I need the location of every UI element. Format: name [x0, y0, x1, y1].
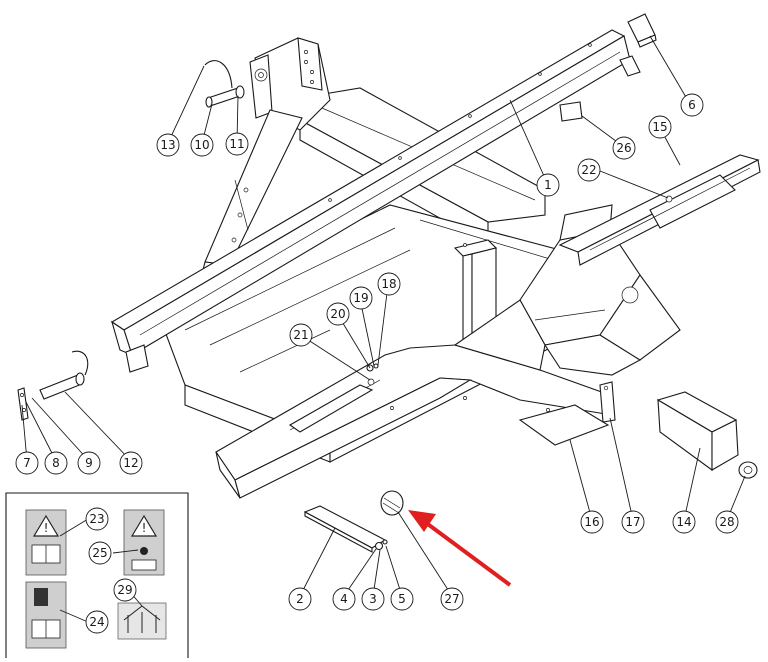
callout-25: 25: [88, 541, 112, 565]
callout-7: 7: [15, 451, 39, 475]
svg-text:!: !: [142, 521, 147, 535]
callout-4-label: 4: [340, 592, 348, 606]
decal-24: [25, 581, 67, 649]
callout-21-label: 21: [293, 328, 308, 342]
callout-4: 4: [332, 587, 356, 611]
callout-10: 10: [190, 133, 214, 157]
callout-15-label: 15: [652, 120, 667, 134]
callout-29: 29: [113, 578, 137, 602]
callout-12: 12: [119, 451, 143, 475]
callout-5: 5: [390, 587, 414, 611]
callout-26: 26: [612, 136, 636, 160]
decal-25: !: [123, 509, 165, 576]
decal-23: !: [25, 509, 67, 576]
callout-29-label: 29: [117, 583, 132, 597]
front-v-frame: [215, 299, 613, 499]
callout-9-label: 9: [85, 456, 93, 470]
pin-assembly-top: [204, 60, 245, 108]
callout-20-label: 20: [330, 307, 345, 321]
callout-19: 19: [349, 286, 373, 310]
callout-22-label: 22: [581, 163, 596, 177]
highlight-arrow: [408, 510, 512, 587]
plate-part-2: [303, 505, 388, 553]
right-arm-part-15: [558, 154, 761, 266]
label-plate-part-26: [559, 101, 583, 122]
callout-13-label: 13: [160, 138, 175, 152]
callout-11-label: 11: [229, 137, 244, 151]
callout-27-label: 27: [444, 592, 459, 606]
callout-1-label: 1: [544, 178, 552, 192]
callout-2: 2: [288, 587, 312, 611]
callout-7-label: 7: [23, 456, 31, 470]
svg-text:!: !: [44, 521, 49, 535]
callout-28-label: 28: [719, 515, 734, 529]
callout-19-label: 19: [353, 291, 368, 305]
top-beam-part-1: [110, 29, 631, 373]
callout-22: 22: [577, 158, 601, 182]
callout-27: 27: [440, 587, 464, 611]
callout-3: 3: [361, 587, 385, 611]
callout-14-label: 14: [676, 515, 691, 529]
callout-16: 16: [580, 510, 604, 534]
callout-3-label: 3: [369, 592, 377, 606]
callout-23: 23: [85, 507, 109, 531]
callout-25-label: 25: [92, 546, 107, 560]
callout-18-label: 18: [381, 277, 396, 291]
callout-6-label: 6: [688, 98, 696, 112]
callout-23-label: 23: [89, 512, 104, 526]
callout-11: 11: [225, 132, 249, 156]
pin-assembly-left: [17, 350, 89, 421]
callout-1: 1: [536, 173, 560, 197]
callout-labels: 1 2 3 4 5 6 7 8 9 10 11 12 13 14 15 16 1…: [15, 93, 739, 634]
skid-plate-part-16: [518, 381, 616, 446]
callout-12-label: 12: [123, 456, 138, 470]
callout-2-label: 2: [296, 592, 304, 606]
callout-16-label: 16: [584, 515, 599, 529]
callout-18: 18: [377, 272, 401, 296]
callout-21: 21: [289, 323, 313, 347]
callout-6: 6: [680, 93, 704, 117]
callout-26-label: 26: [616, 141, 631, 155]
decals-panel: ! !: [5, 492, 189, 658]
callout-5-label: 5: [398, 592, 406, 606]
callout-9: 9: [77, 451, 101, 475]
callout-24: 24: [85, 610, 109, 634]
callout-8-label: 8: [52, 456, 60, 470]
callout-8: 8: [44, 451, 68, 475]
decal-29: [117, 602, 167, 640]
leader-lines: [21, 35, 746, 597]
callout-28: 28: [715, 510, 739, 534]
callout-15: 15: [648, 115, 672, 139]
callout-17: 17: [621, 510, 645, 534]
callout-14: 14: [672, 510, 696, 534]
callout-13: 13: [156, 133, 180, 157]
cap-part-27: [380, 490, 404, 516]
callout-17-label: 17: [625, 515, 640, 529]
bracket-part-14: [656, 391, 739, 472]
nut-part-28: [738, 461, 758, 479]
callout-20: 20: [326, 302, 350, 326]
callout-24-label: 24: [89, 615, 104, 629]
callout-10-label: 10: [194, 138, 209, 152]
